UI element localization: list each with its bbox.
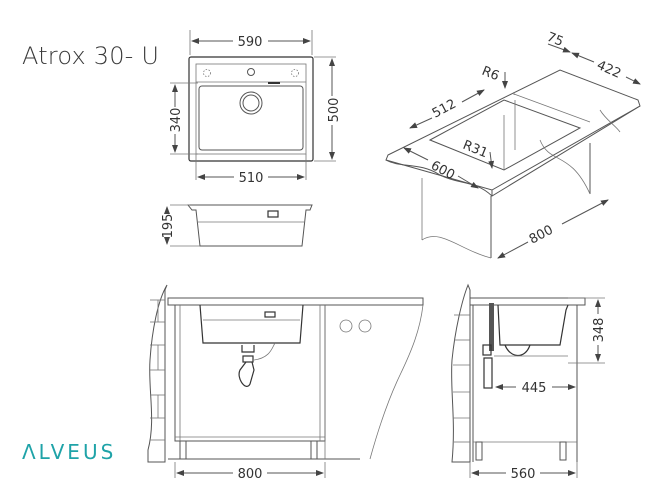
dim-cabinet-800: 800 xyxy=(527,223,556,248)
dim-cabinet-422: 422 xyxy=(594,58,623,82)
dim-depth-195: 195 xyxy=(161,214,176,239)
side-view: 348 445 560 xyxy=(451,283,607,482)
alveus-logo: ΛLVEUS xyxy=(22,440,117,464)
top-view: 590 340 500 510 xyxy=(169,30,342,186)
dim-side-348: 348 xyxy=(592,318,607,343)
front-view: 800 xyxy=(147,284,424,482)
dim-side-560: 560 xyxy=(511,467,536,482)
dim-radius-r6: R6 xyxy=(480,64,502,84)
dim-depth-500: 500 xyxy=(327,98,342,123)
dim-front-800: 800 xyxy=(238,467,263,482)
dim-radius-r31: R31 xyxy=(461,138,490,161)
isometric-view: 75 422 R6 512 R31 600 800 xyxy=(385,30,641,259)
profile-view: 195 xyxy=(161,204,313,247)
dim-depth-340: 340 xyxy=(169,108,184,133)
dim-width-590: 590 xyxy=(238,35,263,50)
dim-flange-75: 75 xyxy=(545,30,566,50)
dim-bowl-512: 512 xyxy=(430,97,459,122)
product-title: Atrox 30- U xyxy=(22,42,160,70)
dim-width-510: 510 xyxy=(239,171,264,186)
dim-side-445: 445 xyxy=(522,381,547,396)
